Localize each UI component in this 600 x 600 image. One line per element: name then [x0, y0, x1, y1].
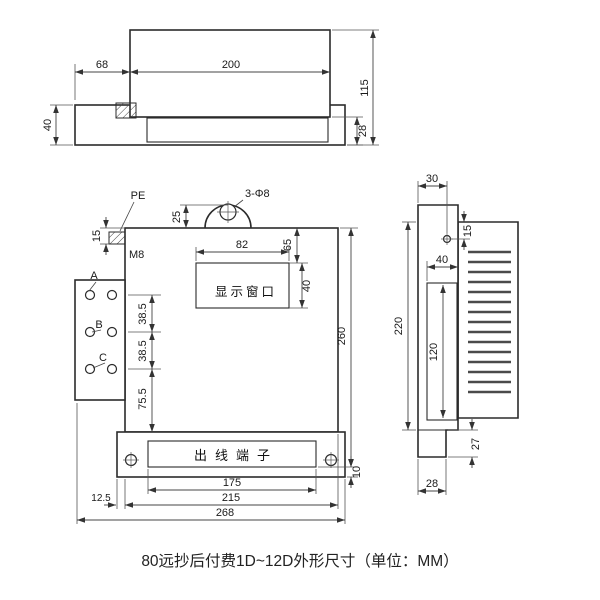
dim-28-side: 28 — [426, 478, 438, 490]
top-view-recess — [146, 117, 329, 143]
dim-27: 27 — [470, 438, 482, 450]
dim-15-side: 15 — [462, 225, 474, 237]
top-view-dimensions: 68 200 115 40 28 — [42, 29, 379, 146]
terminal-block — [74, 279, 126, 401]
vent-slots — [468, 250, 511, 394]
dim-40-front: 40 — [301, 280, 313, 292]
dim-75-5: 75.5 — [137, 388, 149, 409]
terminal-hole — [106, 363, 118, 375]
top-view-cover — [129, 29, 331, 118]
dim-30: 30 — [426, 173, 438, 185]
front-view: 显示窗口 A B C PE M8 3-Φ8 出线端子 25 — [74, 188, 363, 524]
top-view: 68 200 115 40 28 — [42, 29, 379, 146]
dim-65: 65 — [282, 239, 294, 251]
display-window-label: 显示窗口 — [215, 285, 277, 299]
dim-82: 82 — [236, 239, 248, 251]
side-flange — [417, 204, 459, 458]
terminal-hole — [84, 326, 96, 338]
dim-175: 175 — [223, 477, 241, 489]
phase-c-label: C — [99, 352, 107, 364]
hole-callout: 3-Φ8 — [245, 188, 270, 200]
terminal-hole — [84, 363, 96, 375]
dim-268: 268 — [216, 507, 234, 519]
phase-a-label: A — [90, 270, 98, 282]
dim-68: 68 — [96, 59, 108, 71]
dim-38-5-b: 38.5 — [137, 340, 149, 361]
dim-40-top: 40 — [42, 119, 54, 131]
front-view-dimensions: 25 15 82 65 40 38.5 — [76, 204, 363, 524]
dim-40-side: 40 — [436, 254, 448, 266]
dim-115: 115 — [359, 79, 371, 97]
dim-200: 200 — [222, 59, 240, 71]
dim-10: 10 — [351, 466, 363, 478]
pe-stud — [108, 231, 126, 245]
front-body — [124, 227, 339, 433]
dim-12-5: 12.5 — [91, 493, 111, 504]
dim-215: 215 — [222, 492, 240, 504]
dim-28-top: 28 — [357, 125, 369, 137]
outlet-strip — [116, 431, 346, 478]
outlet-strip-inner — [147, 440, 317, 468]
dim-220: 220 — [393, 317, 405, 335]
m8-label: M8 — [129, 249, 144, 261]
dim-120: 120 — [428, 343, 440, 361]
side-recess — [426, 282, 458, 421]
dim-25: 25 — [171, 211, 183, 223]
terminal-hole — [84, 289, 96, 301]
dim-38-5-a: 38.5 — [137, 303, 149, 324]
drawing-caption: 80远抄后付费1D~12D外形尺寸（单位：MM） — [141, 552, 458, 570]
side-view: 30 15 40 120 220 27 — [393, 173, 519, 495]
pe-label: PE — [131, 190, 146, 202]
dim-260: 260 — [336, 327, 348, 345]
dim-15-front: 15 — [91, 230, 103, 242]
phase-b-label: B — [95, 319, 102, 331]
display-window — [195, 262, 290, 309]
side-view-dimensions: 30 15 40 120 220 27 — [393, 173, 482, 495]
outlet-terminal-label: 出线端子 — [194, 448, 278, 463]
terminal-hole — [106, 326, 118, 338]
top-view-pe-stud — [115, 102, 137, 119]
terminal-hole — [106, 289, 118, 301]
